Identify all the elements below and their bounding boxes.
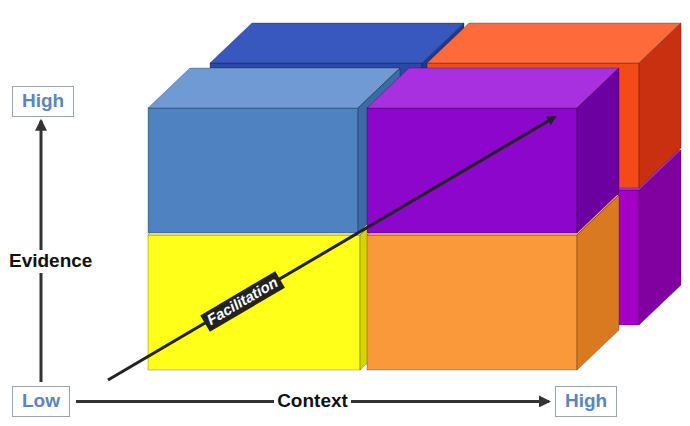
axis-level-text: High	[565, 390, 607, 413]
axis-title: Context	[274, 390, 351, 413]
axis-end-box: Low	[12, 386, 70, 417]
facilitation-arrow	[108, 117, 555, 380]
axis-title: Evidence	[6, 250, 95, 273]
axis-level-text: High	[22, 90, 64, 113]
axis-end-box: High	[12, 86, 74, 117]
axis-end-box: High	[555, 386, 617, 417]
axis-level-text: Low	[22, 390, 60, 413]
